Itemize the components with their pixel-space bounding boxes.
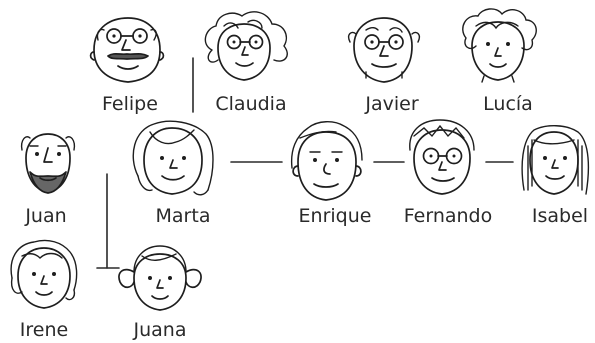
label-irene: Irene — [20, 319, 68, 341]
portrait-felipe — [89, 17, 165, 83]
connector-lines — [96, 57, 514, 269]
label-juan: Juan — [24, 205, 66, 227]
label-claudia: Claudia — [215, 93, 286, 115]
label-juana: Juana — [133, 319, 187, 341]
portrait-enrique — [290, 121, 363, 201]
portrait-javier — [347, 17, 421, 83]
portrait-fernando — [409, 119, 475, 195]
label-isabel: Isabel — [532, 205, 588, 227]
portrait-juan — [20, 133, 76, 194]
label-felipe: Felipe — [102, 93, 158, 115]
portrait-claudia — [204, 11, 288, 81]
label-enrique: Enrique — [299, 205, 372, 227]
name-labels: Felipe Claudia Javier Lucía Juan Marta E… — [20, 93, 588, 341]
portrait-isabel — [521, 125, 590, 195]
label-fernando: Fernando — [404, 205, 492, 227]
label-marta: Marta — [156, 205, 211, 227]
label-lucia: Lucía — [483, 93, 533, 115]
label-javier: Javier — [364, 93, 418, 115]
portrait-lucia — [462, 8, 537, 83]
portrait-marta — [132, 120, 214, 196]
portrait-juana — [118, 245, 202, 311]
portrait-irene — [10, 239, 78, 309]
